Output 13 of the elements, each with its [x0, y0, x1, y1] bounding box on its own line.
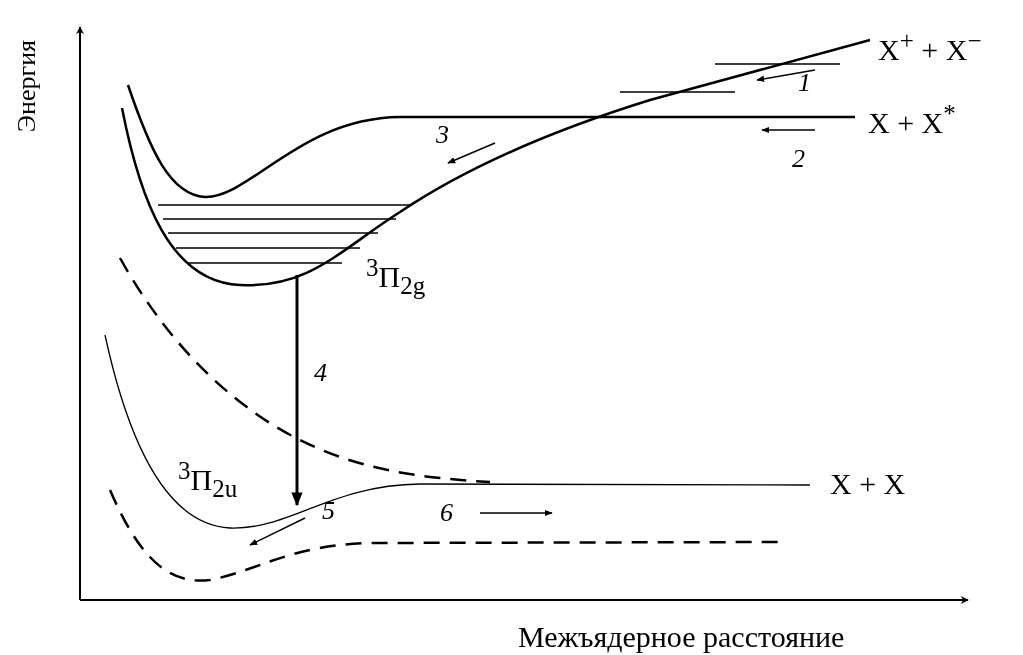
process-number: 1: [798, 70, 811, 96]
process-number: 4: [314, 360, 327, 386]
state-label: X + X: [830, 469, 906, 499]
process-number: 5: [322, 498, 335, 524]
state-label: $^{3}$Π$_{2u}$: [178, 458, 238, 501]
state-label: X + X$^{*}$: [868, 101, 956, 138]
axis-title: Межъядерное расстояние: [518, 622, 845, 652]
state-label: $^{3}$Π$_{2g}$: [366, 255, 426, 298]
process-number: 2: [792, 146, 805, 172]
state-label: X$^{+}$ + X$^{−}$: [878, 28, 982, 65]
process-number: 6: [440, 500, 453, 526]
process-number: 3: [436, 122, 449, 148]
axis-title: Энергия: [14, 40, 40, 133]
